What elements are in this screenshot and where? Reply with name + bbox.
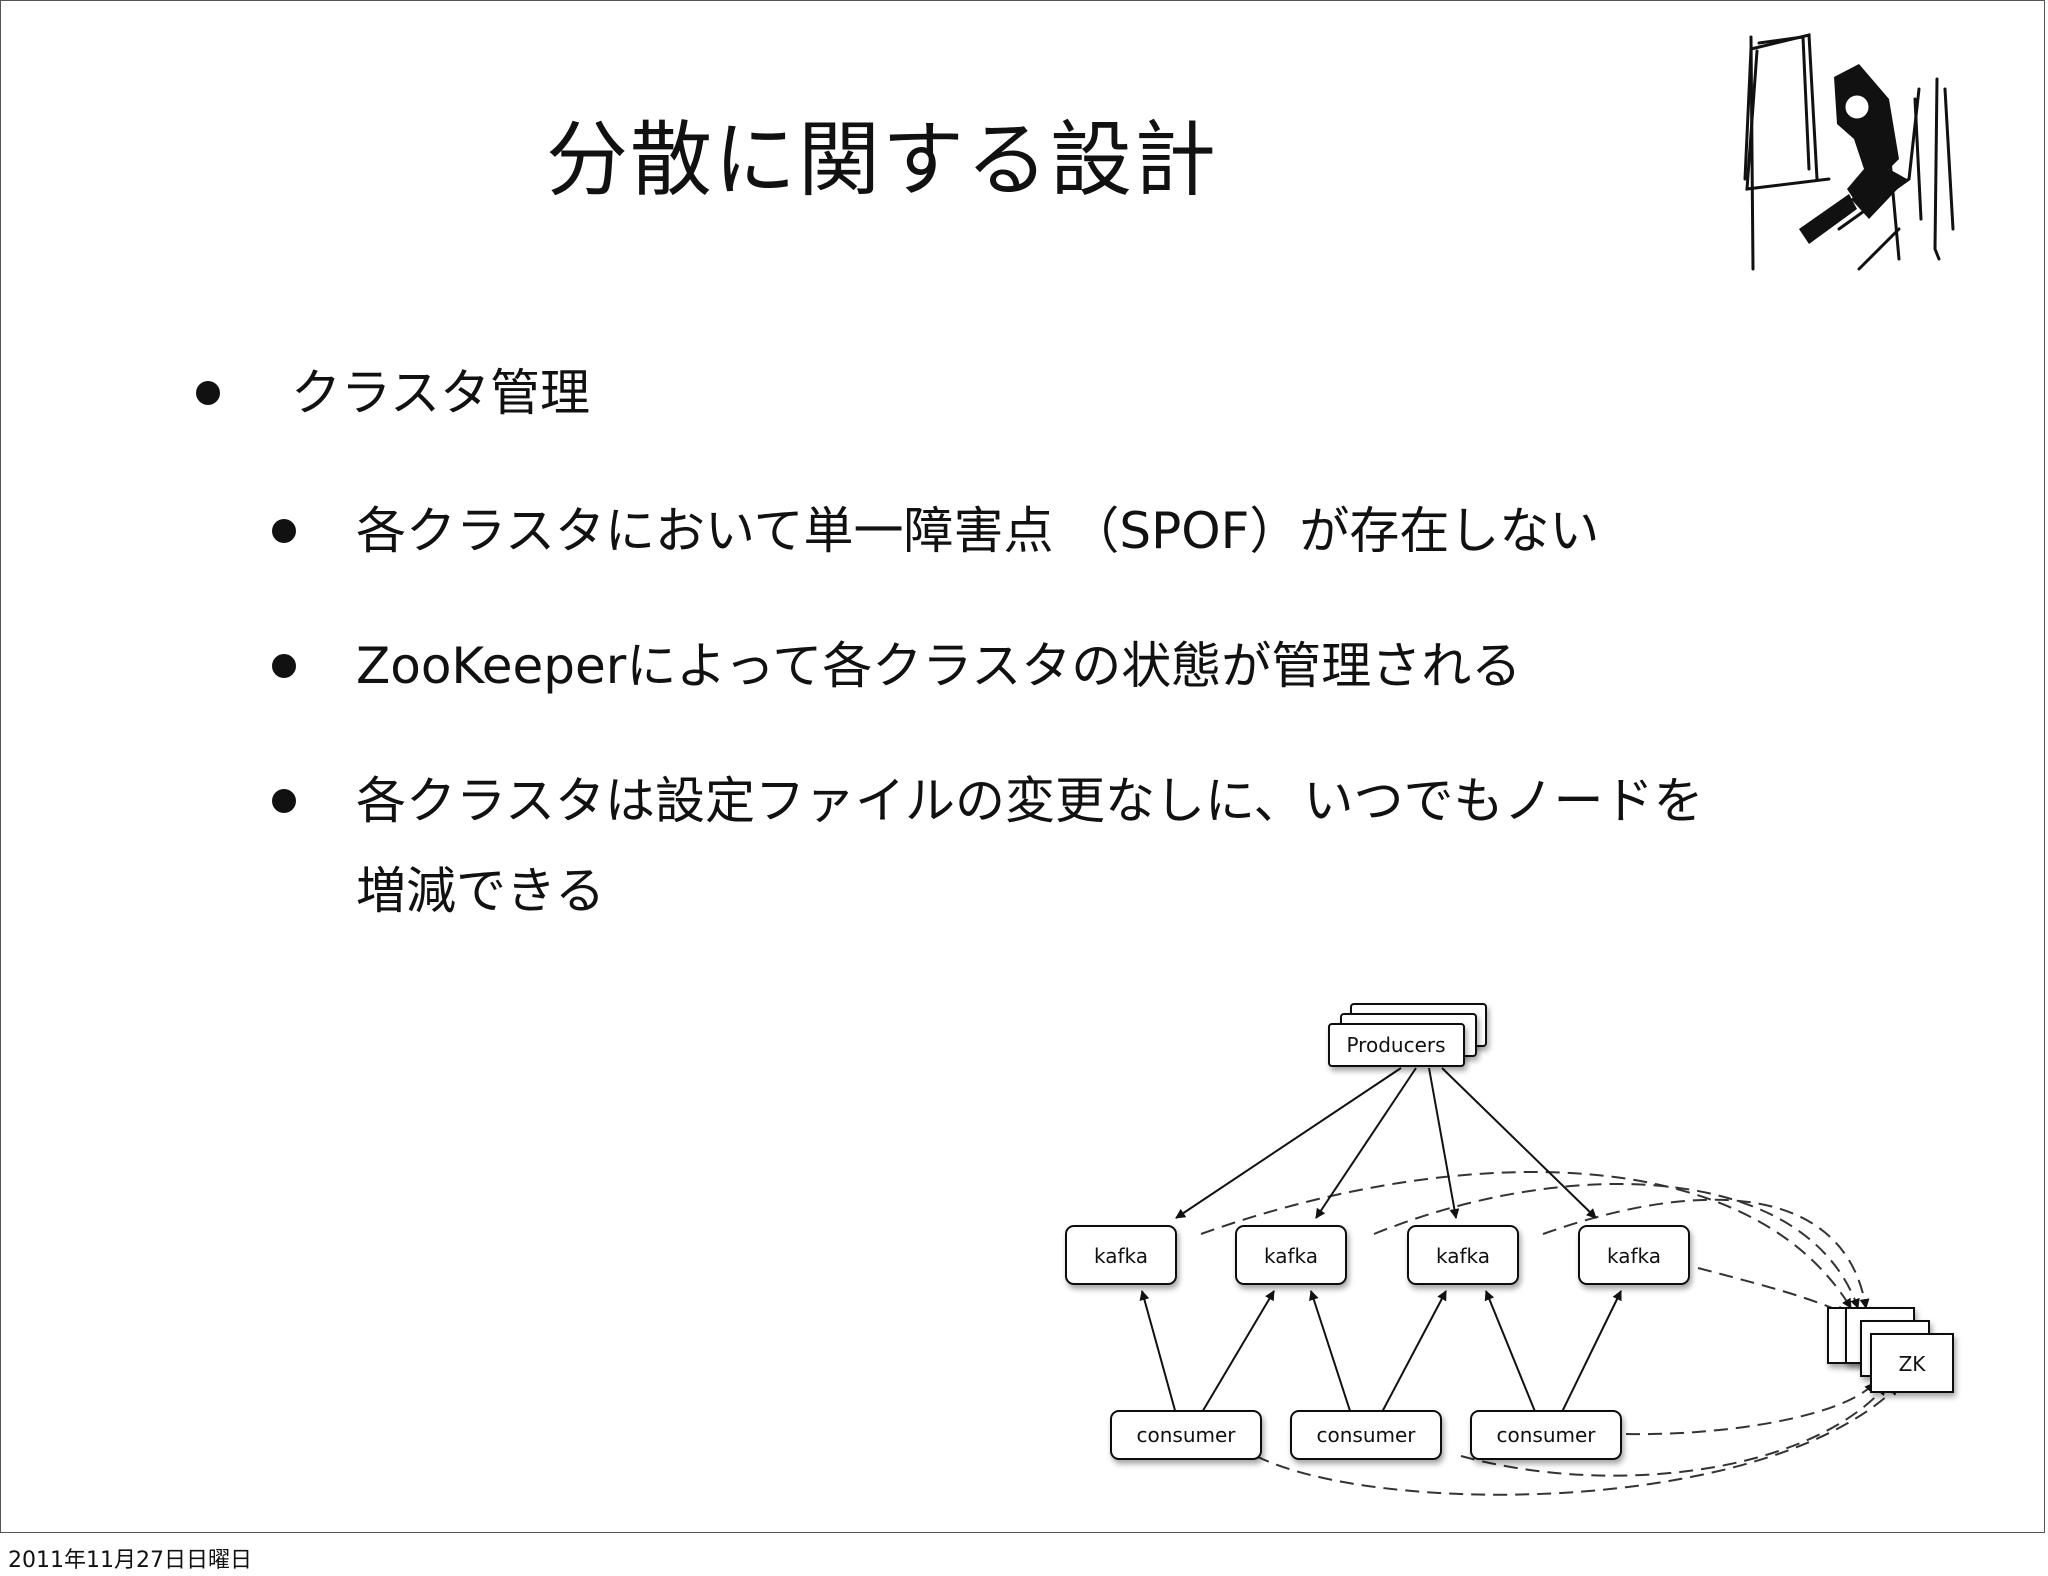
kafka-node: kafka	[1578, 1225, 1690, 1285]
consumer-node: consumer	[1470, 1410, 1622, 1460]
consumer-label: consumer	[1496, 1423, 1596, 1447]
producers-box: Producers	[1328, 1003, 1487, 1067]
zk-label: ZK	[1899, 1352, 1927, 1376]
kafka-node: kafka	[1065, 1225, 1177, 1285]
bullet-text: ZooKeeperによって各クラスタの状態が管理される	[356, 637, 1522, 695]
zk-box: ZK	[1827, 1307, 1954, 1393]
kafka-label: kafka	[1436, 1244, 1490, 1268]
bullet-text-continuation: 増減できる	[356, 862, 605, 920]
kafka-architecture-diagram: Producers kafka kafka kafka kafka consum…	[1065, 1003, 1954, 1496]
slide-title: 分散に関する設計	[546, 113, 1219, 208]
producer-to-kafka-arrows	[1175, 1067, 1597, 1219]
consumer-label: consumer	[1316, 1423, 1416, 1447]
kafka-label: kafka	[1607, 1244, 1661, 1268]
bullet-text: 各クラスタにおいて単一障害点 （SPOF）が存在しない	[356, 502, 1600, 560]
bullet-text: クラスタ管理	[291, 364, 590, 422]
slide-date-footer: 2011年11月27日日曜日	[8, 1548, 252, 1573]
consumer-to-kafka-arrows	[1139, 1290, 1622, 1415]
kafka-node: kafka	[1235, 1225, 1347, 1285]
kafka-label: kafka	[1094, 1244, 1148, 1268]
slide: 分散に関する設計 クラスタ管理 各クラスタにおいて単一障害点 （SPOF）が存在…	[0, 0, 2045, 1533]
producers-label: Producers	[1346, 1033, 1445, 1057]
bullet-dot	[272, 789, 296, 813]
bullet-dot	[196, 381, 220, 405]
bullet-dot	[272, 519, 296, 543]
kafka-node: kafka	[1407, 1225, 1519, 1285]
kafka-logo-sketch	[1743, 33, 1955, 271]
bullet-dot	[272, 654, 296, 678]
bullet-text: 各クラスタは設定ファイルの変更なしに、いつでもノードを	[356, 772, 1704, 830]
kafka-label: kafka	[1264, 1244, 1318, 1268]
consumer-node: consumer	[1290, 1410, 1442, 1460]
consumer-label: consumer	[1136, 1423, 1236, 1447]
consumer-node: consumer	[1110, 1410, 1262, 1460]
